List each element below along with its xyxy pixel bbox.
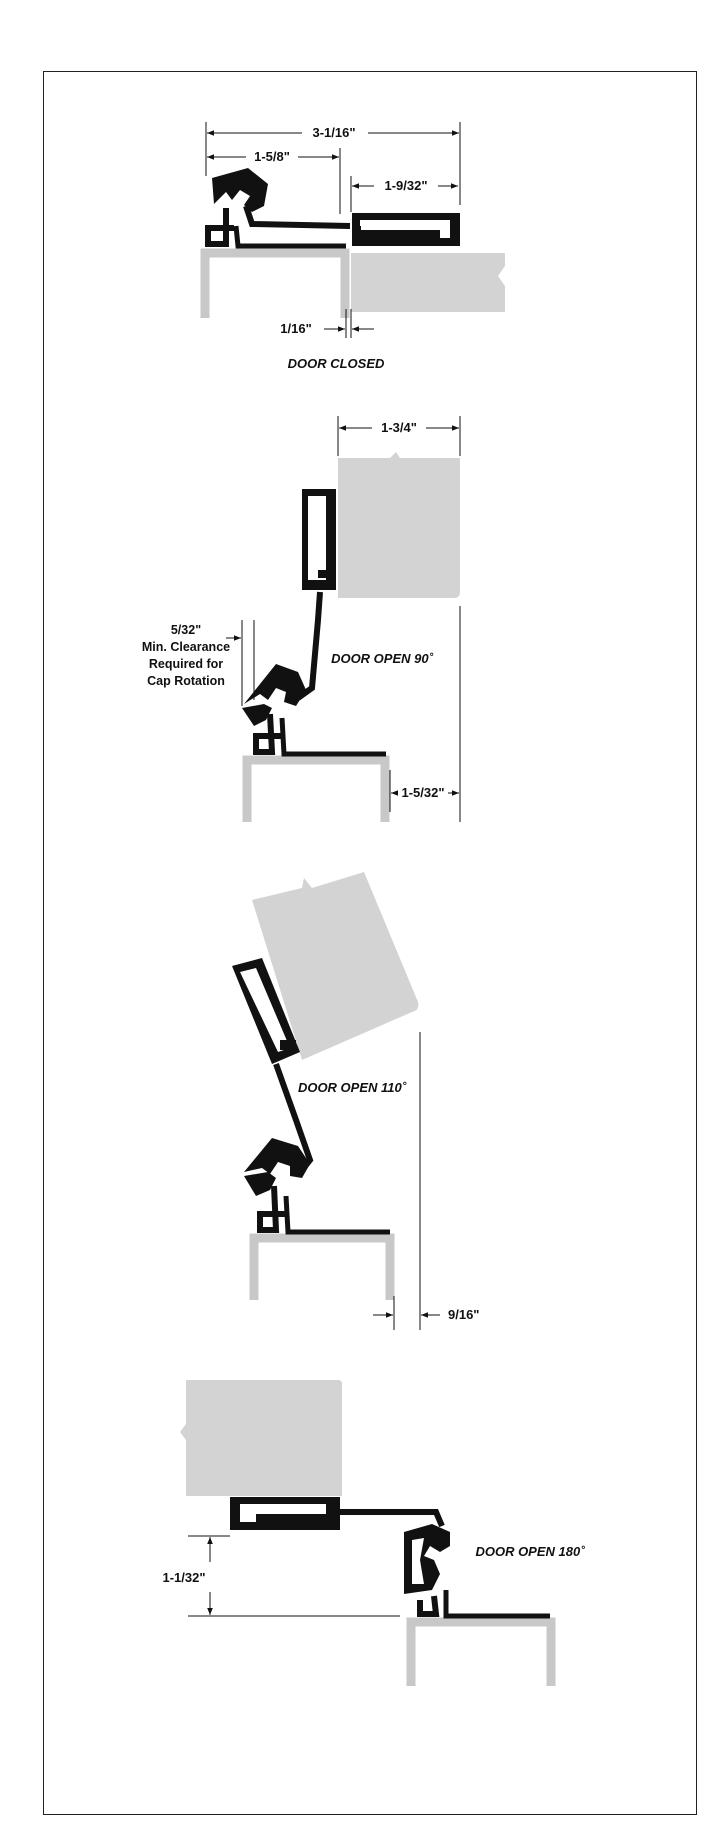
frame-jamb (249, 1233, 395, 1300)
dim-gap-label: 1/16" (280, 321, 311, 336)
door-leaf (180, 1380, 342, 1496)
caption-door-closed: DOOR CLOSED (288, 356, 385, 371)
section-door-open-90: 1-3/4" 5/32" Min. Clearance Required for… (142, 416, 461, 822)
dim-overall-label: 3-1/16" (312, 125, 355, 140)
note-line-2: Required for (149, 657, 223, 671)
dim-clear-label: 5/32" (171, 623, 201, 637)
caption-door-open-110: DOOR OPEN 110˚ (298, 1080, 407, 1095)
section-door-closed: 3-1/16" 1-5/8" 1-9/32" 1/16" DOOR CLOSED (200, 122, 505, 371)
frame-jamb (200, 248, 350, 318)
section-door-open-110: DOOR OPEN 110˚ 9/16" (232, 872, 479, 1330)
door-leaf (252, 872, 419, 1060)
hinge-profile (230, 1497, 550, 1619)
door-leaf (351, 253, 505, 312)
section-door-open-180: DOOR OPEN 180˚ 1-1/32" (162, 1380, 585, 1686)
dim-offset-label: 1-1/32" (162, 1570, 205, 1585)
dim-door-label: 1-3/4" (381, 420, 417, 435)
dim-right-label: 1-9/32" (384, 178, 427, 193)
caption-door-open-180: DOOR OPEN 180˚ (475, 1544, 585, 1559)
note-line-3: Cap Rotation (147, 674, 225, 688)
dim-offset-label: 1-5/32" (401, 785, 444, 800)
hinge-profile (242, 489, 386, 757)
dim-left-label: 1-5/8" (254, 149, 290, 164)
frame-jamb (406, 1617, 556, 1686)
dim-offset-label: 9/16" (448, 1307, 479, 1322)
frame-jamb (242, 755, 390, 822)
hinge-profile (205, 168, 460, 249)
note-line-1: Min. Clearance (142, 640, 230, 654)
hinge-profile (232, 958, 390, 1235)
door-leaf (338, 452, 460, 598)
caption-door-open-90: DOOR OPEN 90˚ (331, 651, 434, 666)
